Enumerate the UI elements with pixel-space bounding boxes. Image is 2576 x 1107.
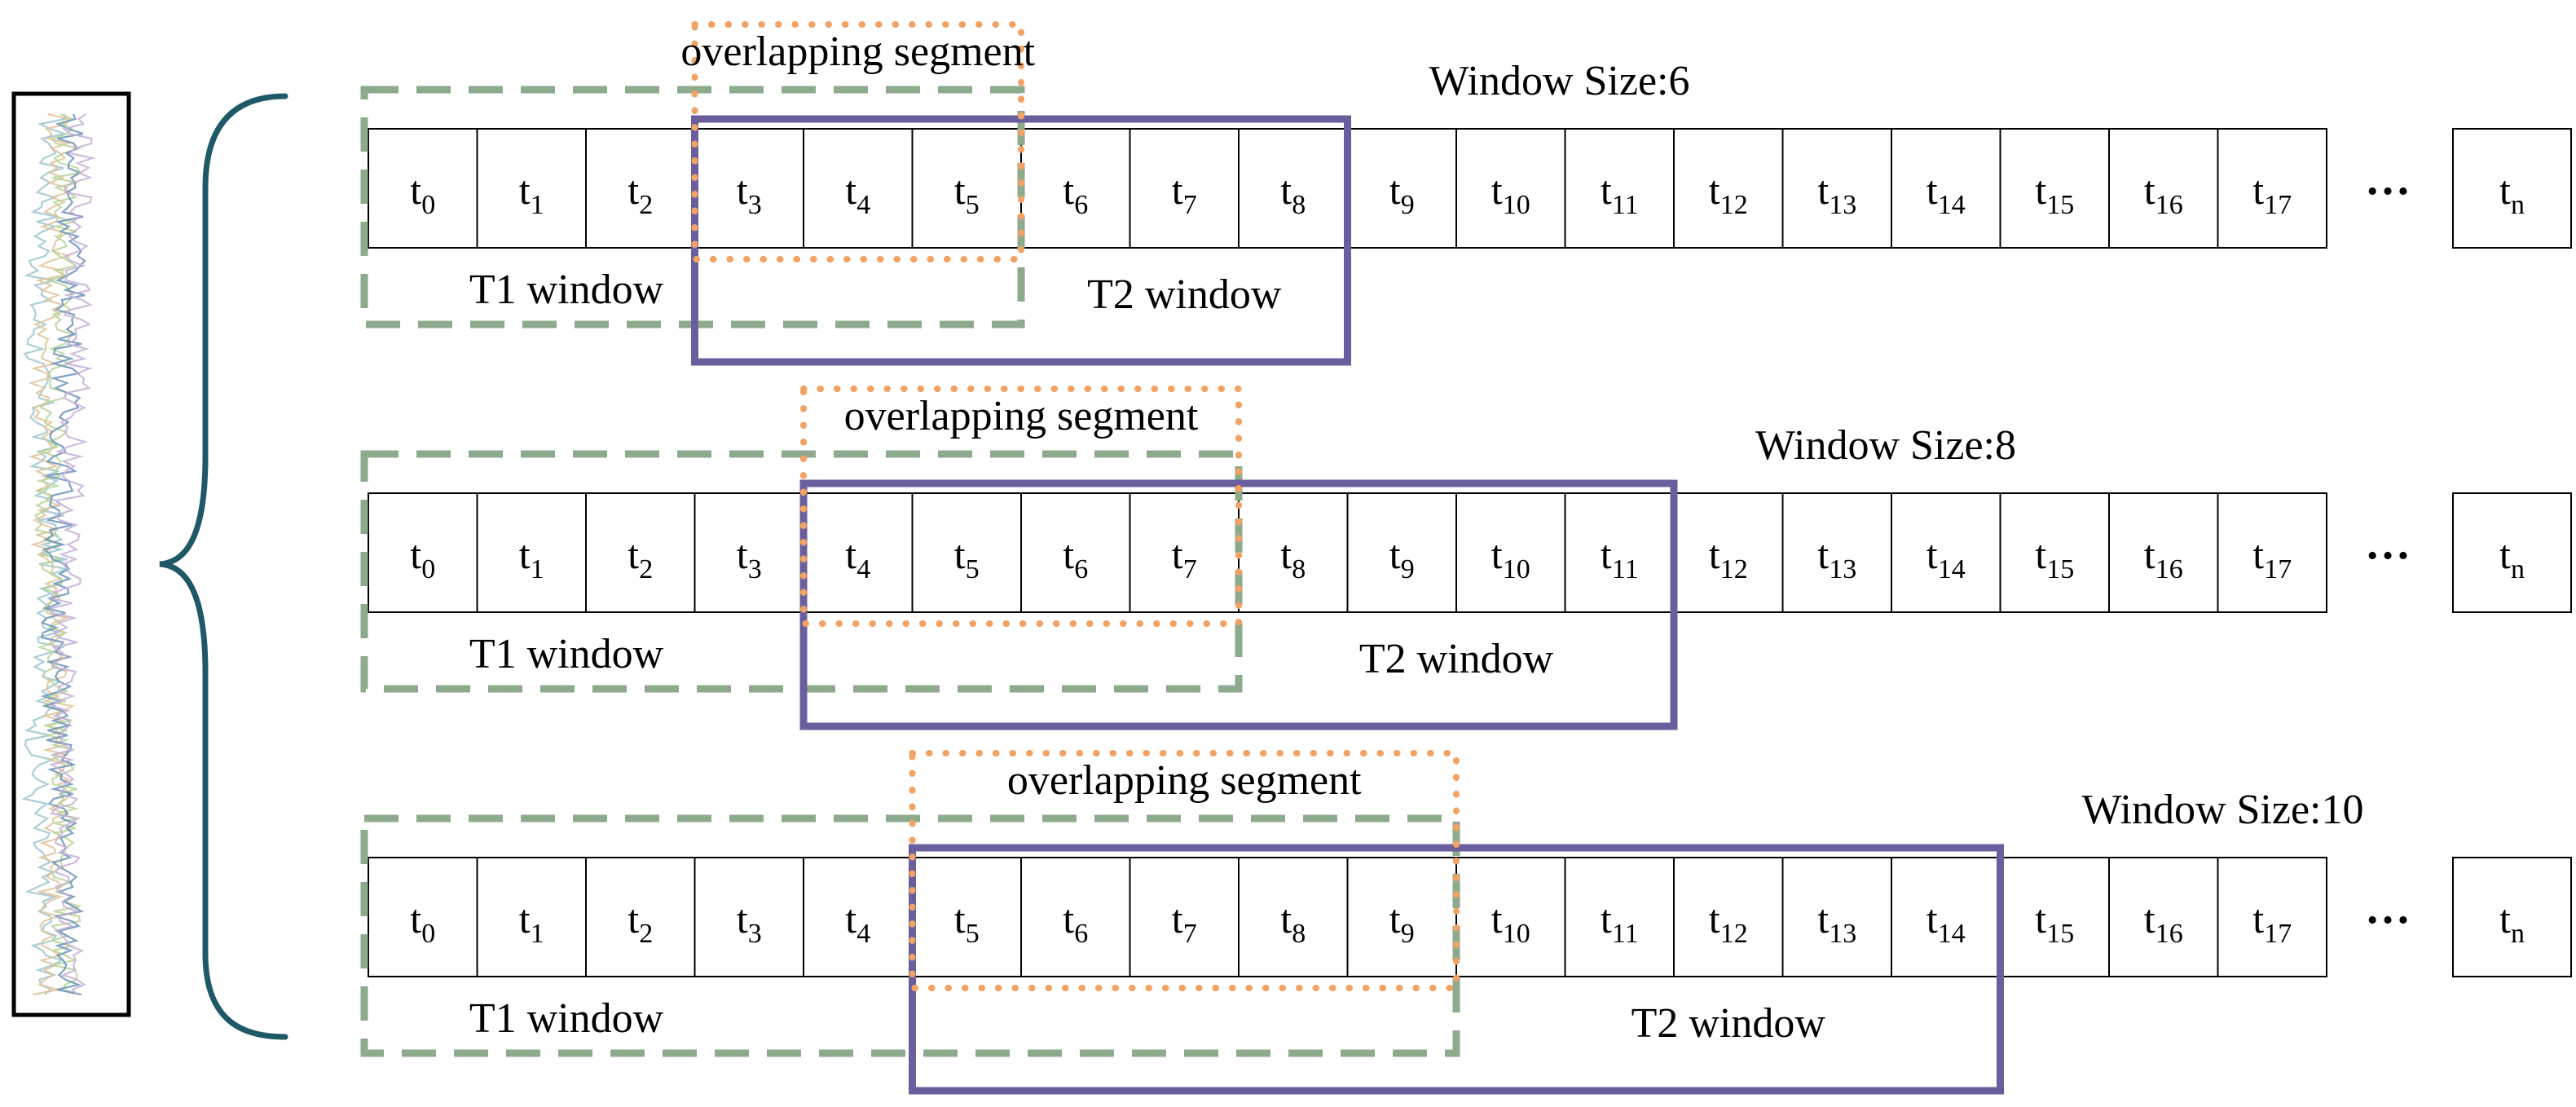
timestep-cell [585,492,696,613]
timestep-cell [1129,128,1240,249]
ellipsis: … [2365,883,2411,933]
timestep-cell [1020,857,1131,977]
timestep-label: t5 [954,896,980,949]
timestep-cell [585,128,696,249]
overlap-label: overlapping segment [1007,757,1362,804]
window-size-label: Window Size:6 [1429,58,1690,104]
timestep-label: t14 [1926,531,1966,584]
overlap-segment-frame [691,21,1024,262]
timestep-label: t16 [2144,167,2183,220]
thumbnail-series-line [28,112,75,996]
timestep-label: t0 [410,167,435,220]
timestep-cell [476,857,587,977]
timestep-cell [803,128,914,249]
timestep-cell [911,492,1022,613]
timestep-cell [1129,857,1240,977]
timestep-label: t9 [1389,896,1415,949]
timestep-cell [476,492,587,613]
timestep-cell [694,857,804,977]
timestep-label: t1 [519,531,544,584]
timestep-cell [1129,492,1240,613]
timestep-cell [1020,492,1131,613]
timestep-cell [1673,857,1784,977]
timestep-cell [1673,492,1784,613]
curly-brace [159,93,288,1040]
timestep-cell [1564,857,1675,977]
thumbnail-series-line [48,113,96,995]
timestep-cell [694,128,804,249]
timestep-cell [368,128,478,249]
t1-window-label: T1 window [469,631,664,677]
timestep-label: t2 [627,167,653,220]
timestep-cell [1238,857,1349,977]
timestep-cell [1238,492,1349,613]
timestep-cell [2217,128,2327,249]
timestep-cell-n [2452,857,2572,977]
timestep-cell [1891,128,2001,249]
timeseries-thumbnail [11,91,131,1017]
window-size-label: Window Size:10 [2082,787,2364,833]
timestep-cell [368,857,478,977]
timestep-cell [1346,857,1457,977]
timestep-cell [1999,128,2110,249]
timestep-label: t12 [1709,896,1748,949]
timestep-cell [1891,492,2001,613]
timestep-cell [1564,492,1675,613]
timestep-cell [368,492,478,613]
timestep-cell [1455,128,1566,249]
timestep-cell [1020,128,1131,249]
t1-window-label: T1 window [469,995,664,1042]
timestep-cell [803,857,914,977]
t2-window-frame [799,479,1678,730]
ellipsis: … [2365,154,2411,205]
window-size-label: Window Size:8 [1755,422,2016,469]
timestep-cell [2217,857,2327,977]
overlap-segment-frame [800,386,1242,627]
timestep-cell [1673,128,1784,249]
timestep-cell [911,128,1022,249]
timestep-cell [1999,492,2110,613]
timestep-cell [1346,128,1457,249]
timestep-cell [1781,128,1892,249]
timestep-cell [2217,492,2327,613]
timestep-cell [2108,857,2219,977]
ellipsis: … [2365,518,2411,569]
timestep-cell [911,857,1022,977]
timestep-cell [1781,492,1892,613]
overlap-label: overlapping segment [844,393,1199,439]
overlap-segment-frame [909,750,1460,991]
timestep-label: t3 [737,531,762,584]
timestep-cell [2108,128,2219,249]
timestep-cell [1455,857,1566,977]
t2-window-label: T2 window [1359,636,1554,682]
t1-window-label: T1 window [469,267,664,313]
timestep-cell [1455,492,1566,613]
timestep-cell [476,128,587,249]
timestep-cell-n [2452,492,2572,613]
timestep-label-n: tn [2499,896,2525,949]
timestep-cell [2108,492,2219,613]
timestep-label: t13 [1817,896,1856,949]
timestep-cell [1238,128,1349,249]
timestep-cell [1564,128,1675,249]
t2-window-label: T2 window [1631,1000,1826,1047]
timestep-cell [585,857,696,977]
overlap-label: overlapping segment [680,29,1035,75]
timestep-cell [694,492,804,613]
timestep-label: t1 [519,896,544,949]
thumbnail-frame [11,91,131,1017]
timestep-cell [1999,857,2110,977]
timestep-cell [1346,492,1457,613]
timestep-cell-n [2452,128,2572,249]
timestep-cell [1781,857,1892,977]
timestep-cell [1891,857,2001,977]
t1-window-frame [360,814,1460,1057]
timestep-cell [803,492,914,613]
t2-window-label: T2 window [1087,271,1282,318]
